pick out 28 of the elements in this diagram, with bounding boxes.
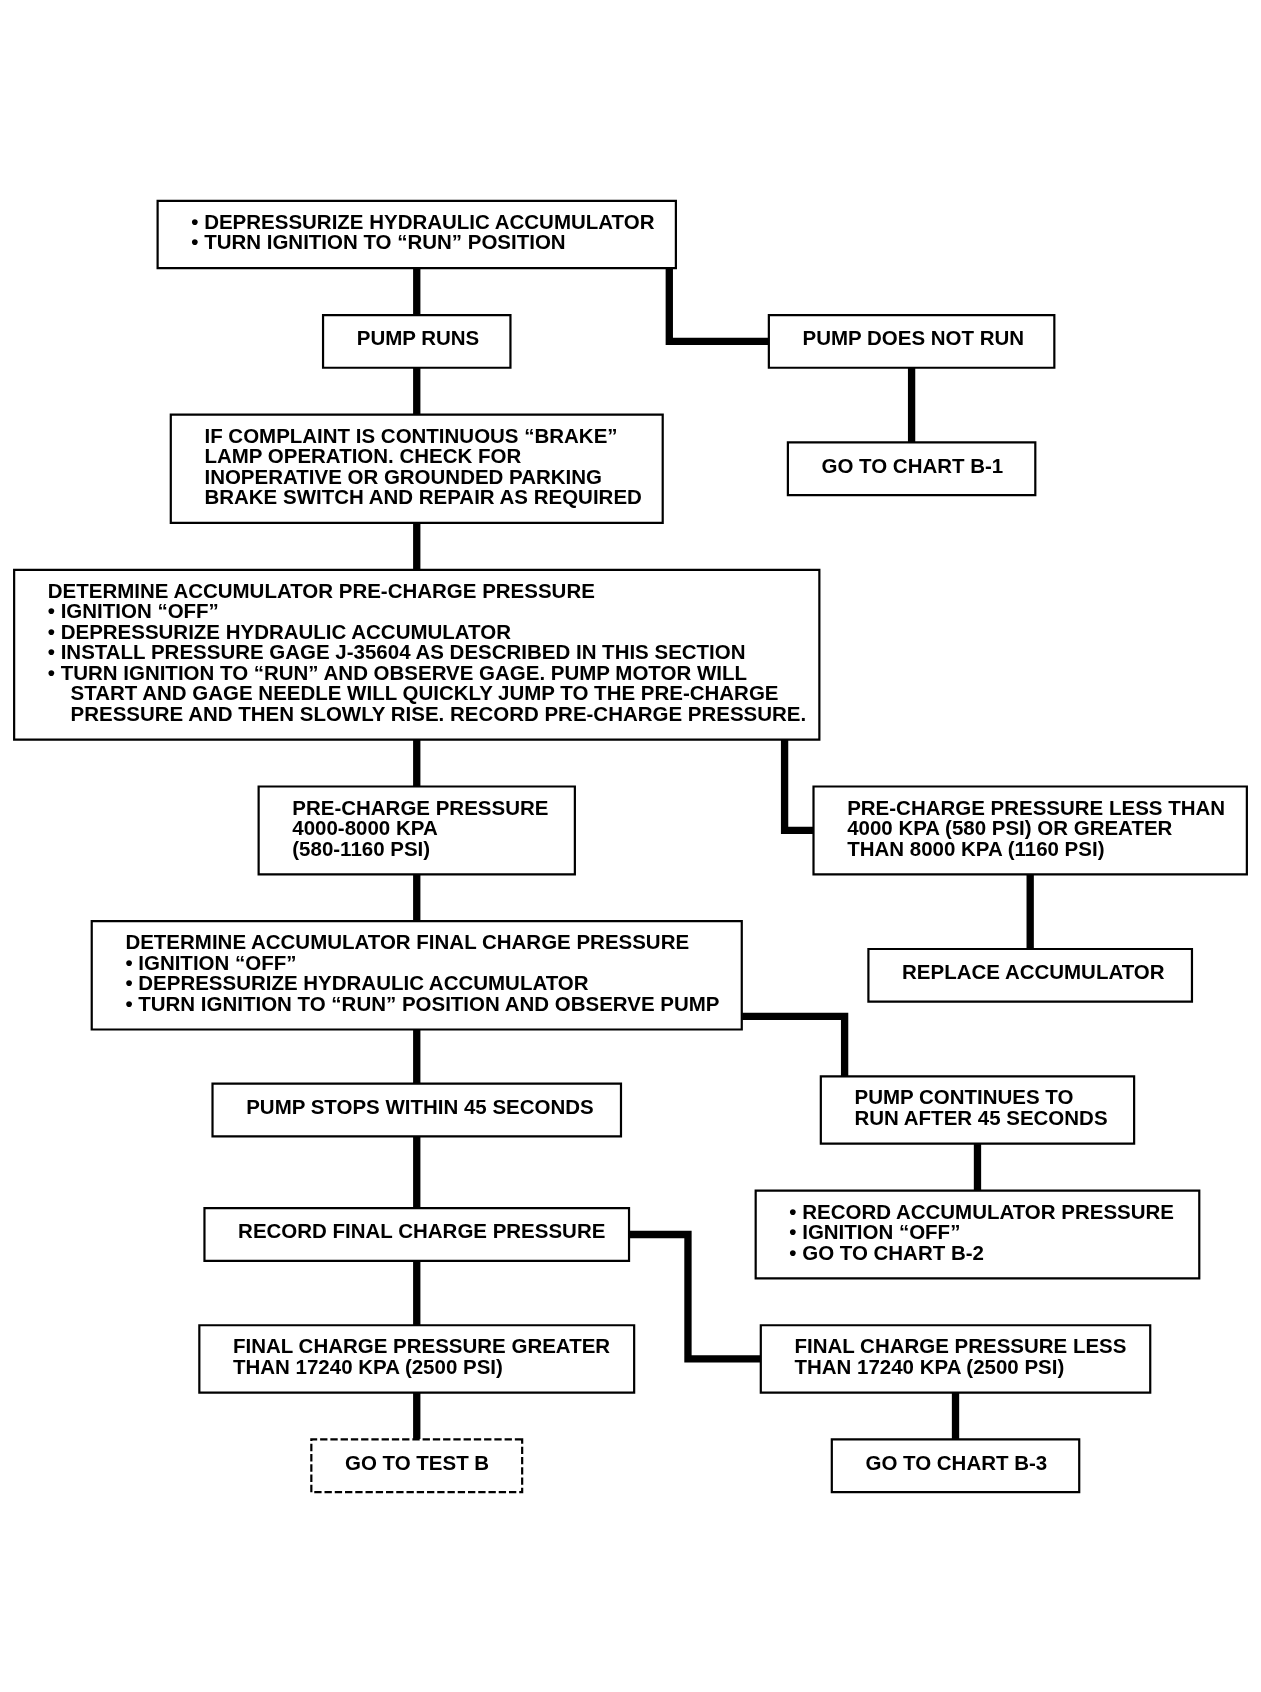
connector bbox=[665, 267, 769, 345]
connector bbox=[629, 1230, 761, 1363]
node-box: • RECORD ACCUMULATOR PRESSURE • IGNITION “OFF” • GO TO CHART B-2 bbox=[754, 1188, 1201, 1279]
node-box: FINAL CHARGE PRESSURE LESS THAN 17240 KPA (2500 PSI) bbox=[759, 1323, 1152, 1394]
node-box: FINAL CHARGE PRESSURE GREATER THAN 17240 KPA (2500 PSI) bbox=[198, 1323, 636, 1394]
node-box: PUMP STOPS WITHIN 45 SECONDS bbox=[211, 1082, 623, 1137]
node-box: IF COMPLAINT IS CONTINUOUS “BRAKE” LAMP OPERATION. CHECK FOR INOPERATIVE OR GROUNDED PARKING BRAKE SWITCH AND REPAIR AS REQUIRED bbox=[169, 413, 664, 524]
connector bbox=[780, 739, 814, 834]
connector bbox=[413, 1029, 421, 1084]
connector bbox=[413, 367, 421, 415]
node-box: DETERMINE ACCUMULATOR PRE-CHARGE PRESSURE • IGNITION “OFF” • DEPRESSURIZE HYDRAULIC ACCUMULATOR • INSTALL PRESSURE GAGE J-35604 AS DESCRIBED IN THIS SECTION • TURN IGNITION TO “RUN” AND OBSERVE GAGE. PUMP MOTOR WILL START AND GAGE NEEDLE WILL QUICKLY JUMP TO THE PRE-CHARGE PRESSURE AND THEN SLOWLY RISE. RECORD PRE-CHARGE PRESSURE. bbox=[13, 568, 821, 741]
node-box: REPLACE ACCUMULATOR bbox=[867, 947, 1194, 1003]
node-box: PRE-CHARGE PRESSURE LESS THAN 4000 KPA (580 PSI) OR GREATER THAN 8000 KPA (1160 PSI) bbox=[812, 784, 1248, 875]
connector bbox=[413, 267, 421, 315]
node-box: GO TO CHART B-3 bbox=[830, 1437, 1081, 1493]
node-box: RECORD FINAL CHARGE PRESSURE bbox=[203, 1206, 631, 1262]
connector bbox=[413, 874, 421, 921]
node-box: PUMP CONTINUES TO RUN AFTER 45 SECONDS bbox=[819, 1074, 1136, 1145]
node-box: PRE-CHARGE PRESSURE 4000-8000 KPA (580-1160 PSI) bbox=[257, 784, 576, 875]
connector bbox=[413, 1135, 421, 1208]
node-box: PUMP DOES NOT RUN bbox=[767, 313, 1056, 369]
node-box: DETERMINE ACCUMULATOR FINAL CHARGE PRESSURE • IGNITION “OFF” • DEPRESSURIZE HYDRAULIC ACCUMULATOR • TURN IGNITION TO “RUN” POSITION AND OBSERVE PUMP bbox=[90, 919, 743, 1031]
node-box: • DEPRESSURIZE HYDRAULIC ACCUMULATOR • TURN IGNITION TO “RUN” POSITION bbox=[156, 199, 677, 269]
connector bbox=[1026, 874, 1034, 949]
connector bbox=[413, 522, 421, 570]
node-box: GO TO CHART B-1 bbox=[786, 440, 1037, 496]
node-box: GO TO TEST B bbox=[310, 1437, 524, 1493]
node-box: PUMP RUNS bbox=[321, 313, 512, 369]
